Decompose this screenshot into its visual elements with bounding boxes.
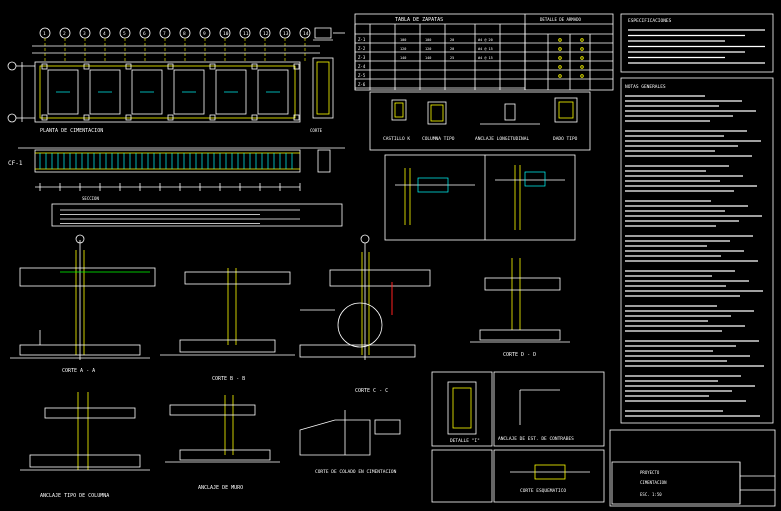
axis-bubble: 12 bbox=[259, 27, 271, 62]
plan-title: PLANTA DE CIMENTACION bbox=[40, 128, 103, 134]
table-cell: 100 bbox=[425, 38, 431, 42]
title-block-scale: ESC. 1:50 bbox=[640, 492, 662, 497]
corte-colado-label: CORTE DE COLADO EN CIMENTACION bbox=[315, 469, 397, 475]
axis-label: 8 bbox=[183, 31, 186, 37]
table-cell: 120 bbox=[400, 47, 406, 51]
section-bb: CORTE B - B bbox=[160, 268, 335, 382]
table-cell: #4 @ 15 bbox=[478, 47, 493, 51]
axis-bubble: 6 bbox=[139, 27, 151, 62]
notes-title: NOTAS GENERALES bbox=[625, 84, 666, 90]
table-cell: 20 bbox=[450, 47, 454, 51]
corte-dd-label: CORTE D - D bbox=[503, 352, 536, 358]
title-block-line2: CIMENTACION bbox=[640, 480, 667, 485]
table-cell: 20 bbox=[450, 38, 454, 42]
notes-header: ESPECIFICACIONES bbox=[628, 18, 672, 24]
footing-table-right-title: DETALLE DE ARMADO bbox=[540, 17, 582, 22]
table-cell: #4 @ 20 bbox=[478, 38, 493, 42]
anclaje-contrabes-label: ANCLAJE DE EST. DE CONTRABES bbox=[498, 436, 574, 442]
castillo-label: CASTILLO K bbox=[383, 136, 410, 142]
axis-bubble: 13 bbox=[279, 27, 291, 62]
table-cell: #4 @ 15 bbox=[478, 56, 493, 60]
axis-label: 2 bbox=[63, 31, 66, 37]
axis-bubble: 1 bbox=[39, 27, 51, 62]
svg-text:SECCION: SECCION bbox=[82, 196, 99, 201]
title-block-line1: PROYECTO bbox=[640, 470, 660, 475]
beam-elevation: CF-1 SECCION bbox=[8, 147, 345, 201]
table-cell: 100 bbox=[400, 38, 406, 42]
table-cell: 140 bbox=[400, 56, 406, 60]
axis-label: 10 bbox=[223, 31, 229, 37]
axis-bubble: 11 bbox=[239, 27, 251, 62]
anclaje-columna-label: ANCLAJE TIPO DE COLUMNA bbox=[40, 493, 109, 499]
axis-bubble: 3 bbox=[79, 27, 91, 62]
footing-table-title: TABLA DE ZAPATAS bbox=[395, 17, 443, 23]
table-cell: 25 bbox=[450, 56, 454, 60]
anclaje-muro: ANCLAJE DE MURO bbox=[165, 395, 280, 491]
corte-bb-label: CORTE B - B bbox=[212, 376, 245, 382]
axis-bubble: 2 bbox=[59, 27, 71, 62]
beam-label: CF-1 bbox=[8, 160, 23, 167]
table-row-type: Z-6 bbox=[358, 82, 366, 87]
anclaje-long-label: ANCLAJE LONGITUDINAL bbox=[475, 136, 529, 142]
axis-label: 6 bbox=[143, 31, 146, 37]
detail-row: CASTILLO K COLUMNA TIPO ANCLAJE LONGITUD… bbox=[369, 91, 591, 151]
anclaje-columna: ANCLAJE TIPO DE COLUMNA bbox=[20, 392, 150, 499]
bottom-details: DETALLE "I" ANCLAJE DE EST. DE CONTRABES… bbox=[431, 371, 605, 503]
section-cc: CORTE C - C bbox=[299, 234, 431, 394]
title-block: PROYECTO CIMENTACION ESC. 1:50 bbox=[609, 429, 776, 507]
table-cell: 120 bbox=[425, 47, 431, 51]
axis-bubble: 4 bbox=[99, 27, 111, 62]
section-aa: CORTE A - A bbox=[10, 234, 156, 374]
plan-note-box bbox=[51, 203, 343, 227]
axis-label: 11 bbox=[243, 31, 249, 37]
table-row-type: Z-1 bbox=[358, 37, 366, 42]
dado-label: DADO TIPO bbox=[553, 136, 578, 142]
table-row-type: Z-3 bbox=[358, 55, 366, 60]
axis-bubble: 10 bbox=[219, 27, 231, 62]
footing-table: TABLA DE ZAPATAS DETALLE DE ARMADO Z-1 10… bbox=[354, 13, 614, 91]
axis-label: 1 bbox=[43, 31, 46, 37]
corte-colado: CORTE DE COLADO EN CIMENTACION bbox=[299, 410, 401, 475]
table-cell: 140 bbox=[425, 56, 431, 60]
corte-esquematico-label: CORTE ESQUEMATICO bbox=[520, 488, 566, 494]
axis-label: 5 bbox=[123, 31, 126, 37]
table-row-type: Z-4 bbox=[358, 64, 366, 69]
table-row-type: Z-5 bbox=[358, 73, 366, 78]
section-dd: CORTE D - D bbox=[470, 258, 570, 358]
plan-section-label: CORTE bbox=[310, 128, 323, 133]
anchorage-details bbox=[384, 154, 576, 241]
detalle-label: DETALLE "I" bbox=[450, 438, 480, 444]
axis-bubble: 8 bbox=[179, 27, 191, 62]
axis-label: 12 bbox=[263, 31, 269, 37]
axis-label: 13 bbox=[283, 31, 289, 37]
table-row-type: Z-2 bbox=[358, 46, 366, 51]
axis-bubble: 7 bbox=[159, 27, 171, 62]
corte-aa-label: CORTE A - A bbox=[62, 368, 95, 374]
corte-cc-label: CORTE C - C bbox=[355, 388, 388, 394]
axis-bubble: 14 bbox=[299, 27, 311, 62]
axis-label: 14 bbox=[303, 31, 309, 37]
anclaje-muro-label: ANCLAJE DE MURO bbox=[198, 485, 243, 491]
axis-label: 9 bbox=[203, 31, 206, 37]
axis-bubble: 5 bbox=[119, 27, 131, 62]
axis-label: 3 bbox=[83, 31, 86, 37]
columna-label: COLUMNA TIPO bbox=[422, 136, 455, 142]
axis-label: 4 bbox=[103, 31, 106, 37]
axis-bubble: 9 bbox=[199, 27, 211, 62]
notes-panel: ESPECIFICACIONES NOTAS GENERALES bbox=[620, 13, 774, 424]
axis-label: 7 bbox=[163, 31, 166, 37]
